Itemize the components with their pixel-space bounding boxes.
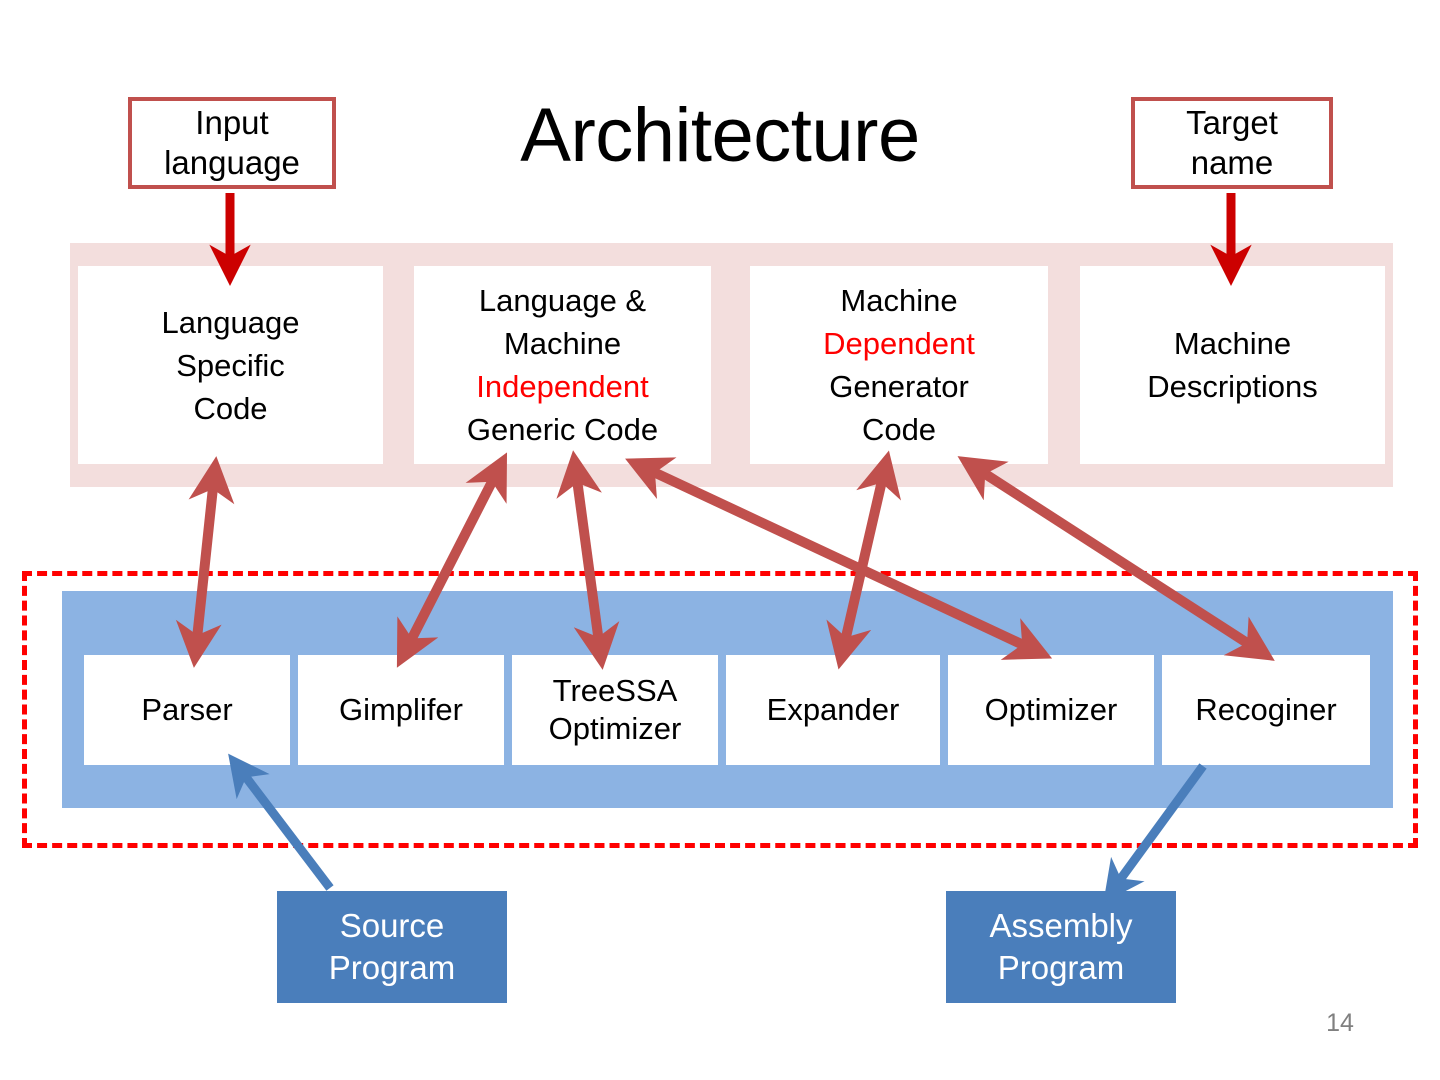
source-box-line: Code (861, 412, 937, 447)
source-box-line-highlight: Dependent (823, 326, 975, 361)
pass-box-recoginer[interactable]: Recoginer (1162, 655, 1370, 765)
input-language-line: Input (195, 104, 269, 141)
target-name-line: Target (1186, 104, 1278, 141)
source-box-machine-dependent-generator-code[interactable]: Machine Dependent Generator Code (750, 266, 1048, 464)
target-name-box[interactable]: Target name (1131, 97, 1333, 189)
input-language-line: language (164, 144, 300, 181)
pass-box-line: Optimizer (984, 692, 1118, 727)
assembly-program-box[interactable]: Assembly Program (946, 891, 1176, 1003)
page-title: Architecture (520, 93, 920, 178)
source-box-line-highlight: Independent (476, 369, 649, 404)
assembly-program-line: Assembly (989, 907, 1133, 944)
source-box-machine-descriptions[interactable]: Machine Descriptions (1080, 266, 1385, 464)
source-box-line: Machine (1173, 326, 1292, 361)
target-name-line: name (1190, 144, 1274, 181)
pass-box-line: Expander (766, 692, 900, 727)
pass-box-expander[interactable]: Expander (726, 655, 940, 765)
source-box-line: Generator (829, 369, 969, 404)
source-program-box[interactable]: Source Program (277, 891, 507, 1003)
source-box-line: Descriptions (1147, 369, 1318, 404)
input-language-box[interactable]: Input language (128, 97, 336, 189)
pass-box-line: Gimplifer (338, 692, 463, 727)
pass-box-parser[interactable]: Parser (84, 655, 290, 765)
source-box-language-specific-code[interactable]: Language Specific Code (78, 266, 383, 464)
source-box-line: Generic Code (466, 412, 659, 447)
page-number: 14 (1326, 1009, 1354, 1037)
source-box-language-machine-independent-generic-code[interactable]: Language & Machine Independent Generic C… (414, 266, 711, 464)
source-box-line: Specific (176, 347, 285, 383)
pass-box-optimizer[interactable]: Optimizer (948, 655, 1154, 765)
source-box-line: Language (161, 304, 300, 340)
source-box-line: Machine (503, 326, 622, 361)
source-program-line: Source (339, 907, 445, 944)
pass-box-line: TreeSSA (552, 673, 678, 708)
source-program-line: Program (328, 949, 456, 986)
source-box-line: Language & (478, 283, 647, 318)
pass-box-gimplifer[interactable]: Gimplifer (298, 655, 504, 765)
source-box-line: Machine (840, 283, 958, 318)
pass-box-treessa-optimizer[interactable]: TreeSSA Optimizer (512, 655, 718, 765)
source-box-line: Code (193, 390, 268, 426)
assembly-program-line: Program (997, 949, 1125, 986)
pass-box-line: Optimizer (548, 711, 682, 746)
pass-box-line: Parser (141, 692, 233, 727)
pass-box-line: Recoginer (1195, 692, 1337, 727)
